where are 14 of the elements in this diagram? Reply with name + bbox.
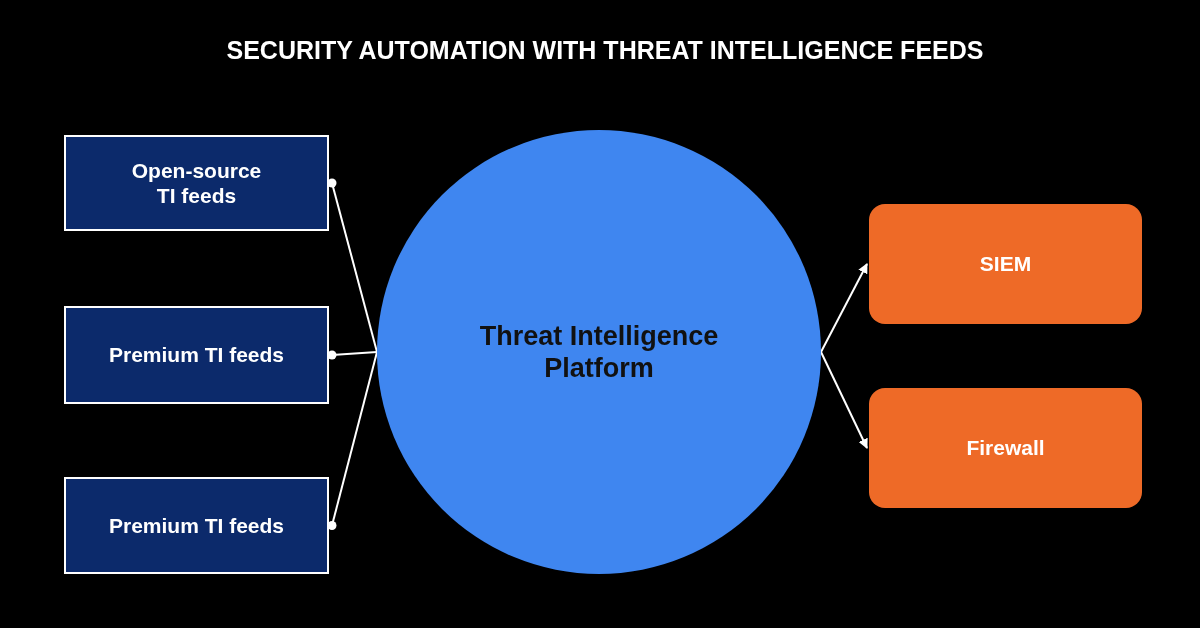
arrow (820, 351, 868, 449)
feed-box (64, 135, 329, 231)
node-label: SIEM (979, 251, 1032, 277)
output-box (869, 388, 1142, 508)
output-box (869, 204, 1142, 324)
node-label: Threat Intelligence Platform (478, 319, 720, 385)
node-label: Premium TI feeds (108, 342, 285, 368)
diagram-title: SECURITY AUTOMATION WITH THREAT INTELLIGENCE FEEDS (225, 36, 985, 65)
feed-box (64, 306, 329, 404)
node-label: Open-source TI feeds (130, 157, 263, 209)
node-label: Premium TI feeds (108, 512, 285, 539)
arrow (820, 263, 868, 353)
node-label: Firewall (966, 435, 1045, 461)
feed-box (64, 477, 329, 574)
